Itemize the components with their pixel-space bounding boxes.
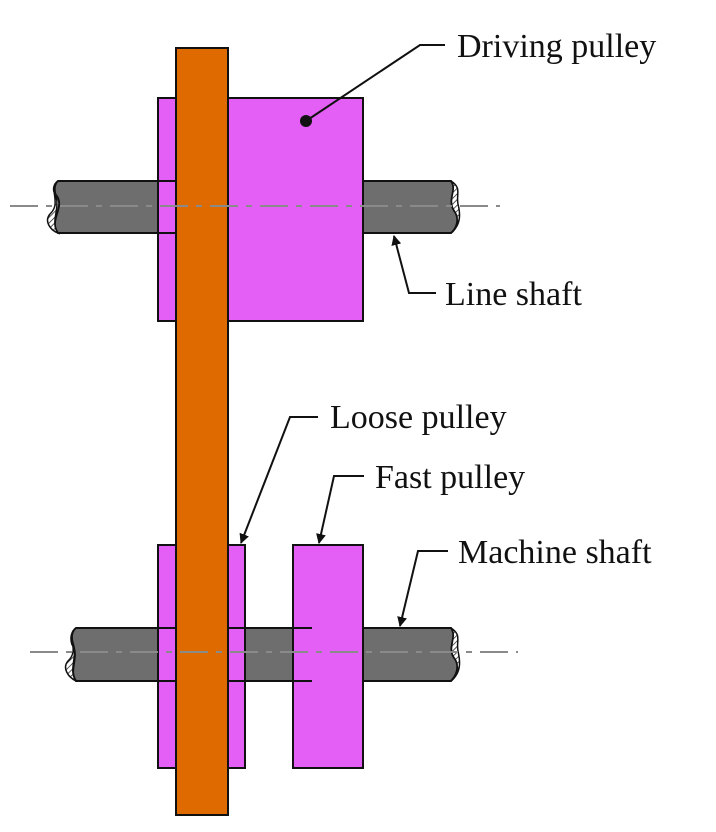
loose-pulley-leader xyxy=(239,416,318,544)
driving-pulley-leader-dot xyxy=(300,115,312,127)
line-shaft-leader xyxy=(391,235,436,294)
belt xyxy=(175,47,229,816)
machine-shaft-right-break xyxy=(450,627,461,682)
line-shaft-label: Line shaft xyxy=(445,276,582,313)
driving-pulley-label: Driving pulley xyxy=(457,28,656,65)
line-shaft-right-break xyxy=(450,180,461,234)
fast-pulley-label: Fast pulley xyxy=(375,459,525,496)
machine-shaft xyxy=(64,627,461,682)
machine-shaft-body xyxy=(70,627,459,682)
machine-shaft-left-break xyxy=(64,627,77,682)
machine-shaft-leader xyxy=(397,550,448,627)
fast-pulley xyxy=(292,544,364,769)
driving-pulley-leader xyxy=(305,44,445,122)
line-shaft xyxy=(46,180,461,235)
line-shaft-left-break xyxy=(46,180,61,235)
loose-pulley-label: Loose pulley xyxy=(330,399,507,436)
fast-pulley-leader xyxy=(316,475,364,544)
machine-shaft-label: Machine shaft xyxy=(458,534,652,571)
